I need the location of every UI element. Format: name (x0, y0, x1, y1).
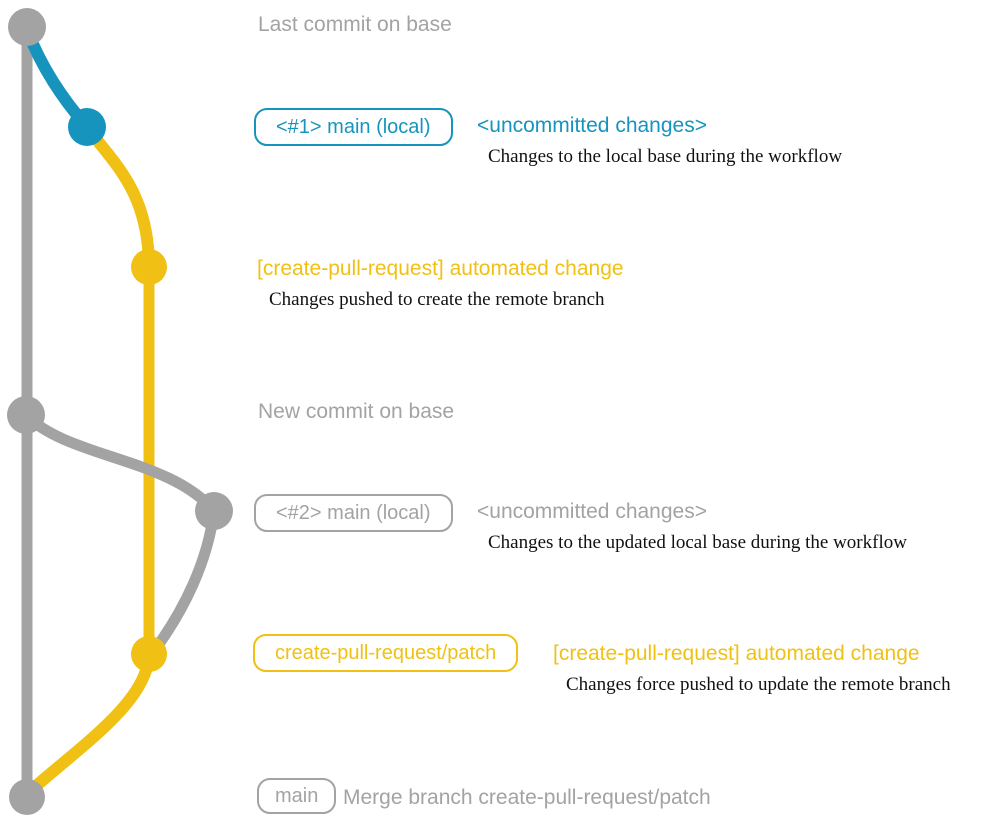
local-main-2-curve (20, 409, 220, 517)
commit-dot-uncommitted-2 (195, 492, 233, 530)
commit-dot-uncommitted-1 (68, 108, 106, 146)
branch-badge-create-pull-request-patch: create-pull-request/patch (253, 634, 519, 672)
label-uncommitted-changes-2: <uncommitted changes> (477, 500, 707, 523)
patch-merge-curve (22, 649, 155, 799)
commit-dot-last-commit-on-base (8, 8, 46, 46)
commit-dot-new-commit-on-base (7, 396, 45, 434)
local-main-2-return-curve (145, 505, 220, 661)
desc-uncommitted-changes-2: Changes to the updated local base during… (488, 532, 907, 553)
label-merge-branch: Merge branch create-pull-request/patch (343, 786, 711, 809)
commit-dot-automated-change-2 (131, 636, 167, 672)
desc-uncommitted-changes-1: Changes to the local base during the wor… (488, 146, 843, 167)
branch-badge-main: main (257, 778, 337, 814)
desc-automated-change-2: Changes force pushed to update the remot… (566, 674, 951, 695)
label-last-commit-on-base: Last commit on base (258, 13, 452, 36)
label-uncommitted-changes-1: <uncommitted changes> (477, 114, 707, 137)
desc-automated-change-1: Changes pushed to create the remote bran… (269, 289, 605, 310)
commit-dot-automated-change-1 (131, 249, 167, 285)
branch-badge-main-local-1: <#1> main (local) (254, 108, 453, 146)
patch-branch-curve-top (81, 121, 155, 274)
commit-dot-merge (9, 779, 45, 815)
git-graph-canvas (7, 8, 233, 815)
label-automated-change-1: [create-pull-request] automated change (257, 257, 624, 280)
label-new-commit-on-base: New commit on base (258, 400, 455, 423)
branch-badge-main-local-2: <#2> main (local) (254, 494, 453, 532)
label-automated-change-2: [create-pull-request] automated change (553, 642, 920, 665)
